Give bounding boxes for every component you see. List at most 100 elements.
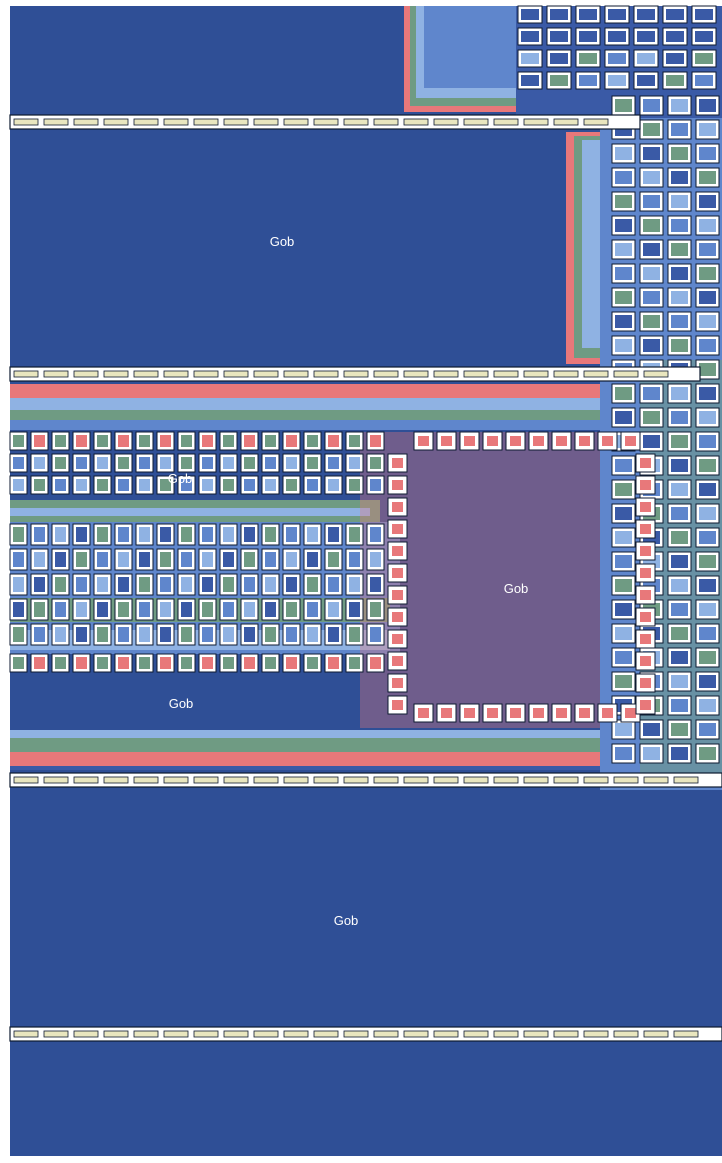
island-bottom-pillar [602,708,613,718]
entry-road-middle-pillar [253,370,279,378]
gob-area-bottom-strip [10,1044,722,1156]
right-grid-pillar [671,411,688,424]
panel-grid-upper-pillar [13,457,24,469]
entry-road-upper-pillar [463,118,489,126]
entry-road-lower-pillar [673,776,699,784]
panel-grid-bottom-pillar [244,657,255,669]
top-grid-pillar [608,9,626,20]
top-grid-pillar [695,9,713,20]
entry-road-lower-pillar [223,776,249,784]
entry-road-lower-pillar [403,776,429,784]
entry-road-upper-pillar [283,118,309,126]
panel-grid-lower-pillar [118,627,129,642]
panel-grid-upper-pillar [13,435,24,447]
right-grid-pillar [671,579,688,592]
panel-grid-lower-pillar [139,602,150,617]
entry-road-bottom [9,1026,722,1042]
island-left-pillar [392,568,403,578]
right-grid-pillar [699,435,716,448]
panel-grid-upper-pillar [223,457,234,469]
top-grid-pillar [608,75,626,86]
island-right-pillar [640,524,651,534]
entry-road-bottom-pillar [283,1030,309,1038]
panel-grid-lower-pillar [223,527,234,542]
right-grid-pillar [671,123,688,136]
panel-grid-lower-pillar [265,552,276,567]
entry-road-lower-pillar [433,776,459,784]
island-right-pillar [640,678,651,688]
entry-roads [9,114,722,1042]
entry-road-middle-pillar [523,370,549,378]
panel-grid-lower-pillar [223,577,234,592]
panel-grid-bottom-pillar [223,657,234,669]
right-grid-pillar [615,171,632,184]
panel-grid-bottom-pillar [76,657,87,669]
island-right-pillar [640,656,651,666]
right-grid-pillar [671,699,688,712]
island-top-pillar [556,436,567,446]
panel-grid-bottom-pillar [307,657,318,669]
panel-grid-lower-pillar [160,627,171,642]
entry-road-lower-pillar [553,776,579,784]
right-grid-pillar [671,219,688,232]
island-right-pillar [640,546,651,556]
right-grid-pillar [643,315,660,328]
entry-road-lower-pillar [463,776,489,784]
panel-grid-lower-pillar [13,627,24,642]
entry-road-bottom-pillar [403,1030,429,1038]
island-right-pillar [640,590,651,600]
panel-grid-lower-pillar [181,627,192,642]
panel-grid-lower-pillar [181,552,192,567]
panel-grid-lower-pillar [160,527,171,542]
panel-grid-lower-pillar [223,552,234,567]
island-bottom-pillar [441,708,452,718]
right-grid-pillar [671,675,688,688]
panel-grid-lower-pillar [328,552,339,567]
panel-grid-lower-pillar [160,577,171,592]
panel-grid-lower-pillar [202,552,213,567]
right-grid-pillar [699,483,716,496]
panel-grid-upper-pillar [76,457,87,469]
island-bottom-pillar [556,708,567,718]
entry-road-middle-pillar [463,370,489,378]
entry-road-lower-pillar [583,776,609,784]
panel-grid-lower-pillar [307,602,318,617]
entry-road-bottom-pillar [613,1030,639,1038]
entry-road-upper-pillar [523,118,549,126]
island-bottom-pillar [487,708,498,718]
right-grid-pillar [643,123,660,136]
right-grid-pillar [643,339,660,352]
right-grid-pillar [615,387,632,400]
gob-area-top-left [10,6,405,112]
panel-grid-lower-pillar [370,627,381,642]
panel-grid-lower-pillar [286,577,297,592]
right-grid-pillar [699,147,716,160]
panel-grid-lower-pillar [13,577,24,592]
entry-road-middle-pillar [73,370,99,378]
right-grid-pillar [671,387,688,400]
island-top-pillar [418,436,429,446]
top-grid-pillar [521,31,539,42]
panel-grid-lower-pillar [181,577,192,592]
right-grid-pillar [643,411,660,424]
top-grid-pillar [666,75,684,86]
entry-road-upper-pillar [253,118,279,126]
top-grid-pillar [637,53,655,64]
entry-road-bottom-pillar [13,1030,39,1038]
right-grid-pillar [643,291,660,304]
entry-road-lower-pillar [523,776,549,784]
entry-road-middle-pillar [13,370,39,378]
panel-grid-lower-pillar [202,527,213,542]
entry-road-middle-pillar [163,370,189,378]
panel-grid-lower-pillar [76,552,87,567]
right-grid-pillar [699,291,716,304]
contour-band-blue-lower [10,766,722,770]
entry-road-upper-pillar [163,118,189,126]
island-right-pillar [640,458,651,468]
right-grid-pillar [699,99,716,112]
contour-band-green-lower [10,738,710,752]
panel-grid-upper-pillar [328,479,339,491]
right-grid-pillar [671,627,688,640]
island-right-pillar [640,568,651,578]
